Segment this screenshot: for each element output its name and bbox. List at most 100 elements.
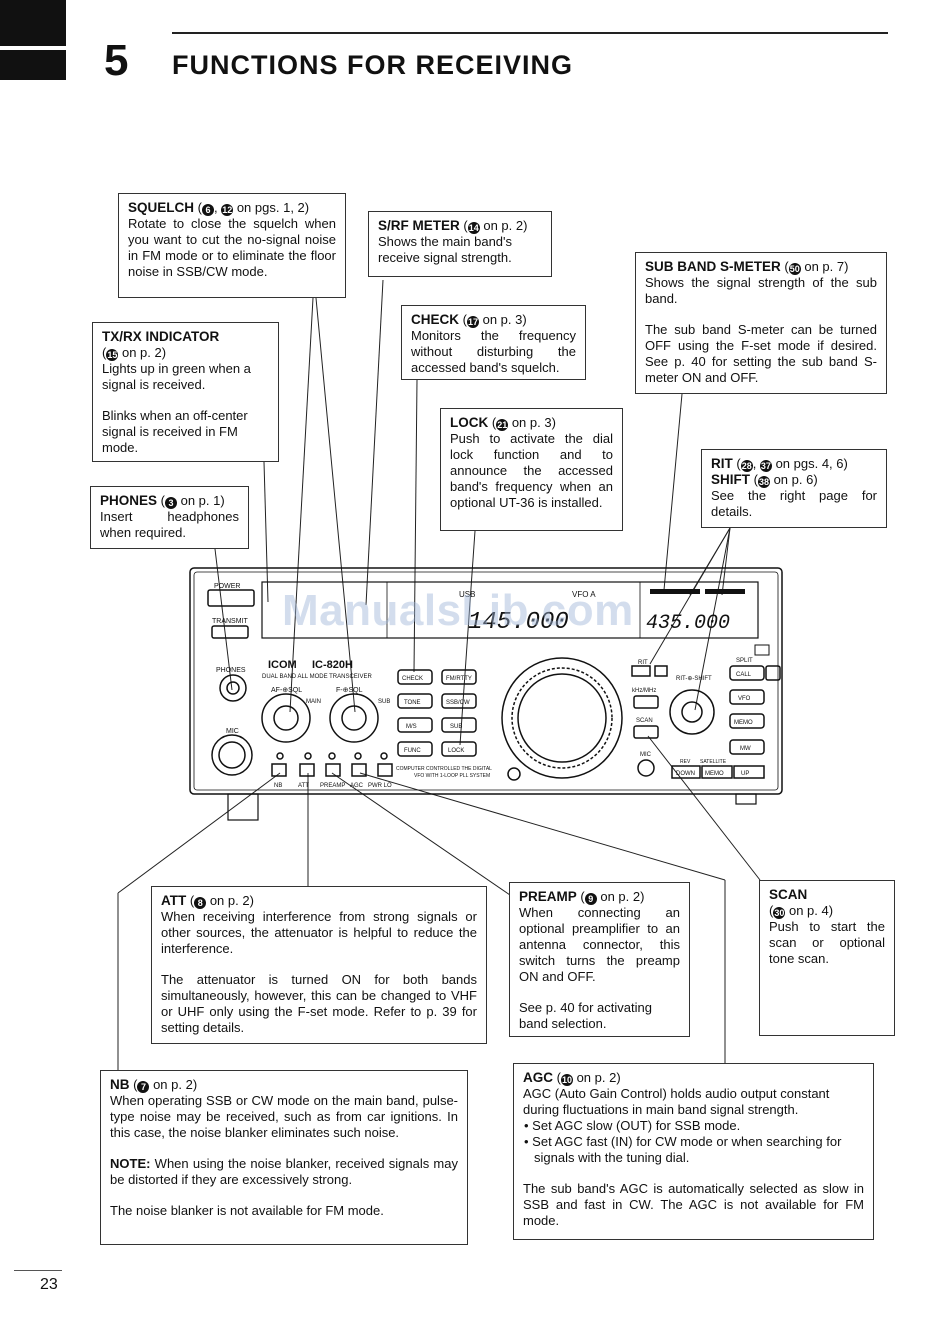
callout-nb-body: When operating SSB or CW mode on the mai… (110, 1093, 458, 1140)
callout-squelch-body: Rotate to close the squelch when you wan… (128, 216, 336, 279)
ref-number-icon: 28 (740, 460, 753, 472)
callout-squelch-ref: on pgs. 1, 2 (236, 200, 305, 215)
watermark: ManualsLib.com (282, 586, 634, 635)
panel-label-down: DOWN (676, 771, 695, 777)
ref-number-icon: 8 (194, 897, 207, 909)
panel-label-pwr-lo: PWR LO (368, 783, 392, 789)
callout-preamp-body-1: When connecting an optional preamplifier… (519, 905, 680, 984)
panel-label-check: CHECK (402, 676, 423, 682)
panel-label-mic: MIC (226, 728, 239, 735)
panel-label-af-sql: AF-⊕SQL (271, 687, 302, 694)
callout-preamp-ref: on p. 2 (600, 889, 641, 904)
callout-att-body-1: When receiving interference from strong … (161, 909, 477, 956)
callout-rit-title: RIT (711, 456, 733, 471)
callout-scan-header: SCAN (30 on p. 4) (769, 887, 834, 919)
callout-lock: LOCK (21 on p. 3) Push to activate the d… (440, 408, 623, 531)
callout-srf-meter-body: Shows the main band's receive signal str… (378, 234, 513, 265)
callout-scan-title: SCAN (769, 887, 808, 902)
ref-number-icon: 38 (757, 476, 770, 488)
panel-label-scan: SCAN (636, 718, 653, 724)
callout-phones: PHONES (3 on p. 1) Insert headphones whe… (90, 486, 249, 549)
display-sub-frequency: 435.000 (646, 612, 730, 635)
panel-model: IC-820H (312, 659, 353, 671)
panel-label-main: MAIN (306, 699, 321, 705)
callout-sub-band-smeter: SUB BAND S-METER (50 on p. 7) Shows the … (635, 252, 887, 394)
callout-squelch: SQUELCH (6, 12 on pgs. 1, 2) Rotate to c… (118, 193, 346, 298)
callout-agc-bullet: • Set AGC slow (OUT) for SSB mode. (524, 1118, 741, 1133)
callout-agc-bullet: • Set AGC fast (IN) for CW mode or when … (524, 1134, 842, 1165)
callout-scan-body: Push to start the scan or optional tone … (769, 919, 885, 966)
panel-label-power: POWER (214, 583, 240, 590)
callout-agc: AGC (10 on p. 2) AGC (Auto Gain Control)… (513, 1063, 874, 1240)
callout-agc-title: AGC (523, 1070, 553, 1085)
callout-check-title: CHECK (411, 312, 460, 327)
callout-nb-ref: on p. 2 (153, 1077, 193, 1092)
callout-rit-header: RIT (28, 37 on pgs. 4, 6) (711, 456, 848, 472)
callout-phones-title: PHONES (100, 493, 158, 508)
panel-label-computer: COMPUTER CONTROLLED THE DIGITAL (396, 766, 492, 772)
callout-check-body: Monitors the frequency without disturbin… (411, 328, 576, 375)
panel-label-att: ATT (298, 783, 309, 789)
callout-scan-ref: on p. 4 (788, 903, 829, 918)
callout-shift-body: See the right page for details. (711, 488, 877, 519)
header-rule (172, 32, 888, 34)
ref-number-icon: 9 (584, 893, 597, 905)
callout-txrx-indicator: TX/RX INDICATOR (15 on p. 2) Lights up i… (92, 322, 279, 462)
ref-number-icon: 6 (201, 204, 214, 216)
callout-preamp-body-2: See p. 40 for activating band selection. (519, 1000, 652, 1031)
panel-label-mic-r: MIC (640, 752, 652, 758)
panel-label-tone: TONE (404, 700, 421, 706)
callout-nb-tail: The noise blanker is not available for F… (110, 1203, 384, 1218)
panel-label-f-sql: F-⊕SQL (336, 687, 363, 694)
panel-label-memo: MEMO (734, 720, 753, 726)
callout-check-header: CHECK (17 on p. 3) (411, 312, 527, 328)
callout-nb-header: NB (7 on p. 2) (110, 1077, 198, 1093)
callout-shift-title: SHIFT (711, 472, 750, 487)
callout-squelch-header: SQUELCH (6, 12 on pgs. 1, 2) (128, 200, 310, 216)
callout-sub-band-smeter-title: SUB BAND S-METER (645, 259, 781, 274)
page-number: 23 (40, 1276, 58, 1293)
callout-rit-ref: on pgs. 4, 6 (775, 456, 844, 471)
callout-srf-meter: S/RF METER (14 on p. 2) Shows the main b… (368, 211, 552, 277)
callout-shift-header: SHIFT (38 on p. 6) (711, 472, 818, 488)
callout-lock-ref: on p. 3 (511, 415, 552, 430)
callout-srf-meter-title: S/RF METER (378, 218, 460, 233)
callout-preamp: PREAMP (9 on p. 2) When connecting an op… (509, 882, 690, 1037)
callout-att-header: ATT (8 on p. 2) (161, 893, 254, 909)
panel-label-phones: PHONES (216, 667, 246, 674)
ref-number-icon: 14 (467, 222, 480, 234)
callout-lock-header: LOCK (21 on p. 3) (450, 415, 556, 431)
callout-att-body-2: The attenuator is turned ON for both ban… (161, 972, 477, 1035)
panel-label-rev: REV (680, 759, 691, 765)
ref-number-icon: 30 (773, 907, 786, 919)
footer-rule (14, 1270, 62, 1271)
panel-label-call: CALL (736, 672, 752, 678)
panel-label-khz: kHz/MHz (632, 688, 656, 694)
panel-label-agc: AGC (350, 783, 364, 789)
callout-agc-bullet-text: Set AGC slow (OUT) for SSB mode. (532, 1118, 741, 1133)
callout-shift-ref: on p. 6 (773, 472, 814, 487)
callout-att: ATT (8 on p. 2) When receiving interfere… (151, 886, 487, 1044)
ref-number-icon: 15 (106, 349, 119, 361)
callout-sub-band-smeter-body-1: Shows the signal strength of the sub ban… (645, 275, 877, 306)
callout-scan: SCAN (30 on p. 4) Push to start the scan… (759, 880, 895, 1036)
ref-number-icon: 21 (496, 419, 509, 431)
panel-label-transmit: TRANSMIT (212, 618, 249, 625)
panel-label-vfo-pll: VFO WITH 1-LOOP PLL SYSTEM (414, 773, 490, 779)
chapter-number: 5 (104, 36, 129, 85)
panel-brand: ICOM (268, 659, 297, 671)
panel-label-mw: MW (740, 746, 751, 752)
panel-label-lock: LOCK (448, 748, 464, 754)
panel-label-ssb-cw: SSB/CW (446, 700, 470, 706)
callout-preamp-header: PREAMP (9 on p. 2) (519, 889, 645, 905)
callout-squelch-title: SQUELCH (128, 200, 195, 215)
ref-number-icon: 37 (759, 460, 772, 472)
chapter-title: FUNCTIONS FOR RECEIVING (172, 50, 574, 80)
ref-number-icon: 10 (560, 1074, 573, 1086)
callout-sub-band-smeter-header: SUB BAND S-METER (50 on p. 7) (645, 259, 849, 275)
callout-sub-band-smeter-ref: on p. 7 (804, 259, 845, 274)
panel-label-rit-shift: RIT-⊕-SHIFT (676, 676, 712, 682)
panel-label-preamp: PREAMP (320, 783, 345, 789)
